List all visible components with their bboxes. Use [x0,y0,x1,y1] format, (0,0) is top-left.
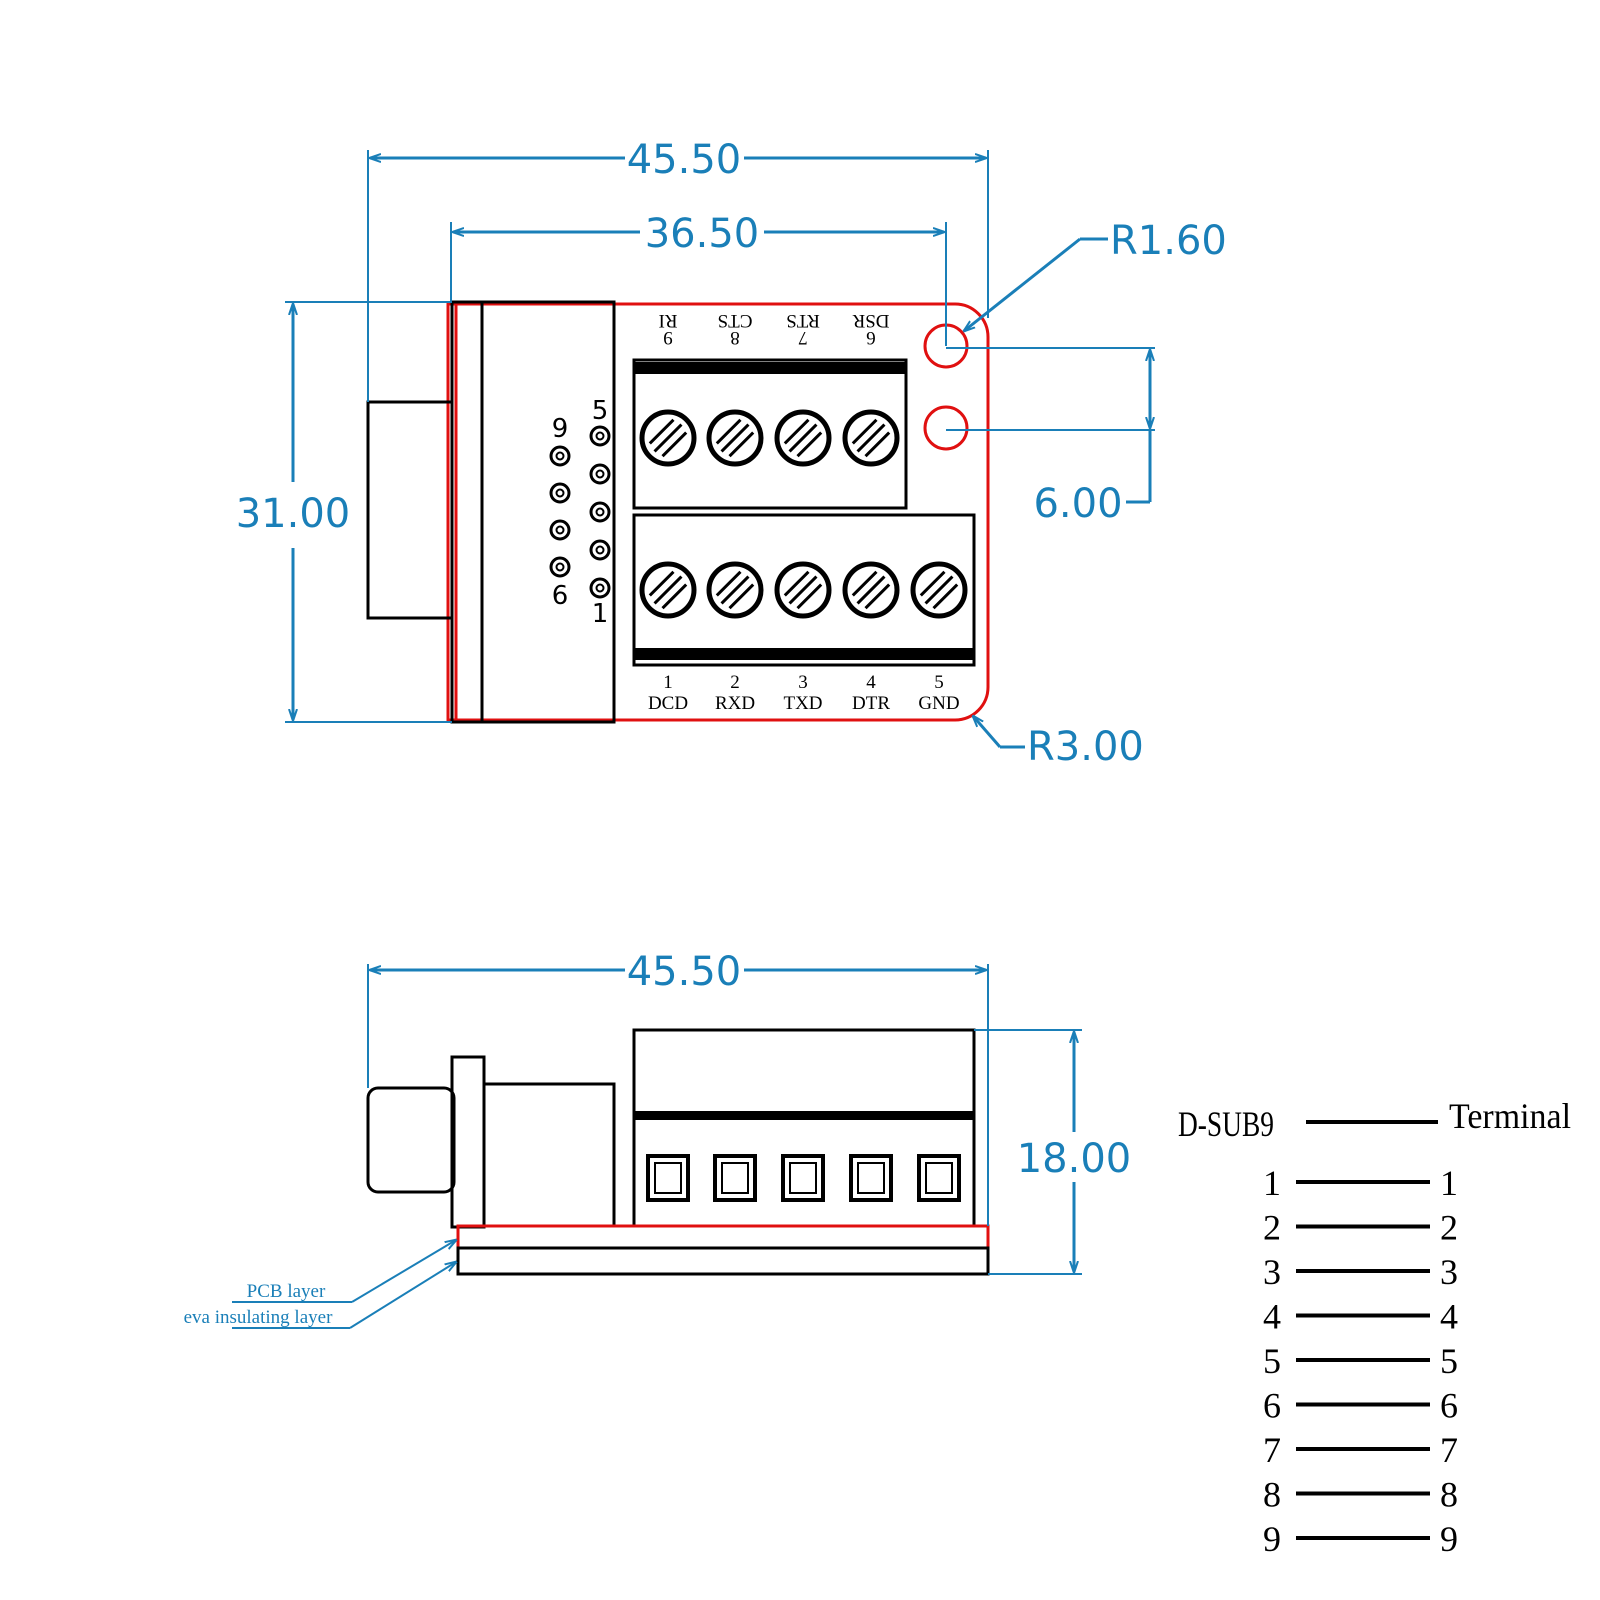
pcb-outline-top [446,302,990,722]
dsub-label-9: 9 [552,414,569,444]
dsub-label-5: 5 [592,396,609,426]
terminal-bottom-screw-4 [842,561,900,619]
terminal-bottom-num-3: 3 [798,672,808,693]
dimensions-top-view: 45.50 36.50 31.00 6.00 R1.60 [236,137,1227,770]
dim-height-31-00: 31.00 [236,491,351,537]
dsub-label-1: 1 [592,599,609,629]
mapping-dsub-pin: 3 [1263,1252,1281,1292]
dim-width-36-50: 36.50 [645,211,760,257]
terminal-top-screw-2 [706,409,764,467]
mapping-terminal-pin: 4 [1440,1297,1458,1337]
mapping-dsub-pin: 5 [1263,1341,1281,1381]
terminal-top-screw-4 [842,409,900,467]
terminal-top-num-6: 6 [866,327,876,348]
dim-hole-spacing-6-00: 6.00 [1033,481,1122,527]
terminal-bottom-num-2: 2 [730,672,740,693]
dim-width-45-50-top: 45.50 [627,137,742,183]
mapping-header-terminal: Terminal [1449,1096,1571,1136]
mapping-terminal-pin: 3 [1440,1252,1458,1292]
terminal-bottom-num-5: 5 [934,672,944,693]
dim-width-45-50-side: 45.50 [627,949,742,995]
dim-height-18-00: 18.00 [1017,1136,1132,1182]
dim-radius-r3-00: R3.00 [1027,724,1144,770]
dsub-connector-top [366,300,616,724]
terminal-block-side [632,1028,976,1228]
terminal-top-screw-1 [639,409,697,467]
terminal-bottom-name-dcd: DCD [648,693,688,714]
mapping-dsub-pin: 9 [1263,1519,1281,1559]
terminal-bottom-screw-2 [706,561,764,619]
mapping-terminal-pin: 2 [1440,1208,1458,1248]
side-view: PCB layer eva insulating layer 45.50 18.… [184,949,1132,1329]
terminal-top-name-rts: RTS [786,310,820,331]
mapping-dsub-pin: 6 [1263,1386,1281,1426]
mapping-terminal-pin: 1 [1440,1163,1458,1203]
terminal-top-name-cts: CTS [718,310,753,331]
mapping-terminal-pin: 6 [1440,1386,1458,1426]
dsub-label-6: 6 [552,581,569,611]
mapping-dsub-pin: 7 [1263,1430,1281,1470]
terminal-bottom-name-dtr: DTR [852,693,890,714]
terminal-bottom-screw-5 [910,561,968,619]
mapping-header-dsub9: D-SUB9 [1178,1104,1274,1144]
dsub-pins: 9 6 5 1 [549,396,611,629]
layer-callouts: PCB layer eva insulating layer [184,1240,456,1329]
terminal-side-opening-1 [646,1154,690,1202]
dsub-pin-column-right [589,425,611,599]
terminal-top-name-ri: RI [659,310,678,331]
label-pcb-layer: PCB layer [247,1281,326,1302]
mapping-dsub-pin: 1 [1263,1163,1281,1203]
terminal-top-num-8: 8 [730,327,740,348]
terminal-side-opening-3 [781,1154,825,1202]
dsub-shell-side [366,1086,456,1194]
terminal-bottom-num-1: 1 [663,672,673,693]
terminal-top-screw-3 [774,409,832,467]
terminal-top-num-9: 9 [663,327,673,348]
terminal-bottom-name-gnd: GND [918,693,959,714]
terminal-labels-top: 9 RI 8 CTS 7 RTS 6 DSR [659,310,890,348]
dim-radius-r1-60: R1.60 [1110,218,1227,264]
terminal-bottom-name-txd: TXD [783,693,822,714]
terminal-block-bottom [632,513,976,667]
mapping-terminal-pin: 9 [1440,1519,1458,1559]
mapping-dsub-pin: 8 [1263,1475,1281,1515]
eva-layer-side [456,1246,990,1276]
mapping-dsub-pin: 2 [1263,1208,1281,1248]
dsub-body-side [482,1082,616,1228]
terminal-bottom-screw-1 [639,561,697,619]
mapping-dsub-pin: 4 [1263,1297,1281,1337]
terminal-labels-bottom: 1 DCD 2 RXD 3 TXD 4 DTR 5 GND [648,672,960,714]
terminal-top-num-7: 7 [798,327,808,348]
dimensions-side-view: 45.50 18.00 [367,949,1132,1275]
terminal-side-opening-2 [713,1154,757,1202]
terminal-top-name-dsr: DSR [852,310,889,331]
terminal-block-top [632,358,908,510]
terminal-bottom-screw-3 [774,561,832,619]
mapping-terminal-pin: 7 [1440,1430,1458,1470]
terminal-side-opening-4 [849,1154,893,1202]
mapping-terminal-pin: 8 [1440,1475,1458,1515]
top-view: 9 6 5 1 9 RI 8 [236,137,1227,770]
terminal-bottom-name-rxd: RXD [715,693,755,714]
pcb-layer-side [456,1224,990,1250]
dsub-flange-side [450,1055,486,1229]
label-eva-insulating-layer: eva insulating layer [184,1307,333,1328]
dsub-pin-column-left [549,445,571,578]
terminal-side-opening-5 [917,1154,961,1202]
mapping-terminal-pin: 5 [1440,1341,1458,1381]
terminal-bottom-num-4: 4 [866,672,876,693]
mounting-hole-2 [923,405,969,451]
